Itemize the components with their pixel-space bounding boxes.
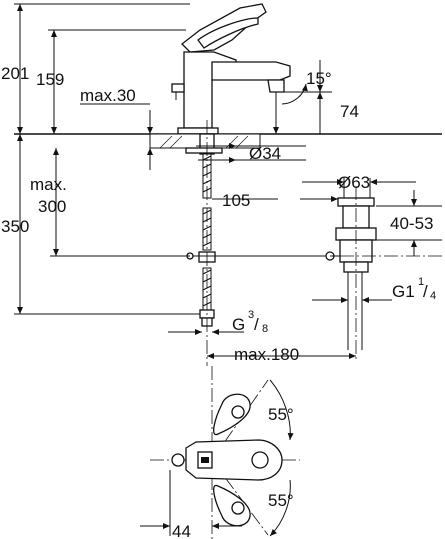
dim-max-300-line1: max.: [30, 175, 67, 194]
dim-spout-depth: 74: [340, 102, 359, 121]
dim-lever-angle-bottom: 55°: [268, 491, 294, 510]
inlet-thread-prefix: G: [232, 315, 245, 334]
dim-drain-range: 40-53: [390, 214, 433, 233]
left-dimension-lines: [14, 3, 200, 315]
dim-drain-diameter: Ø63: [338, 173, 370, 192]
dim-hole-diameter: Ø34: [249, 144, 281, 163]
dim-max-180: max.180: [234, 345, 299, 364]
drain-thread-prefix: G1: [392, 282, 415, 301]
inlet-thread-den: 8: [262, 323, 268, 335]
dim-max-thickness: max.30: [80, 86, 136, 105]
drain-thread-num: 1: [418, 276, 424, 288]
inlet-dimension-lines: [168, 329, 356, 359]
faucet-top-view: [150, 366, 300, 539]
drain-dimension-lines: [302, 178, 442, 303]
dim-hose-reach: 105: [222, 191, 250, 210]
dim-lever-angle-top: 55°: [268, 405, 294, 424]
inlet-thread-slash: /: [254, 315, 259, 334]
dim-inlet-thread: G 3 / 8: [232, 309, 268, 335]
faucet-side-view: [171, 3, 291, 135]
spout-dimension-lines: [196, 60, 332, 163]
dim-spout-angle: 15°: [306, 69, 332, 88]
dim-max-300-line2: 300: [38, 197, 66, 216]
lever-offset-lines: [140, 470, 242, 536]
dim-lever-offset: 44: [172, 522, 191, 539]
waste-fitting: [330, 197, 377, 350]
dim-drain-thread: G1 1 / 4: [392, 276, 436, 302]
counter-hatch: [159, 135, 249, 149]
drain-thread-slash: /: [423, 282, 428, 301]
inlet-thread-num: 3: [248, 309, 254, 321]
dim-installed-height: 350: [1, 217, 29, 236]
dim-spout-height: 159: [36, 70, 64, 89]
drain-thread-den: 4: [430, 290, 436, 302]
dim-total-height: 201: [1, 64, 29, 83]
